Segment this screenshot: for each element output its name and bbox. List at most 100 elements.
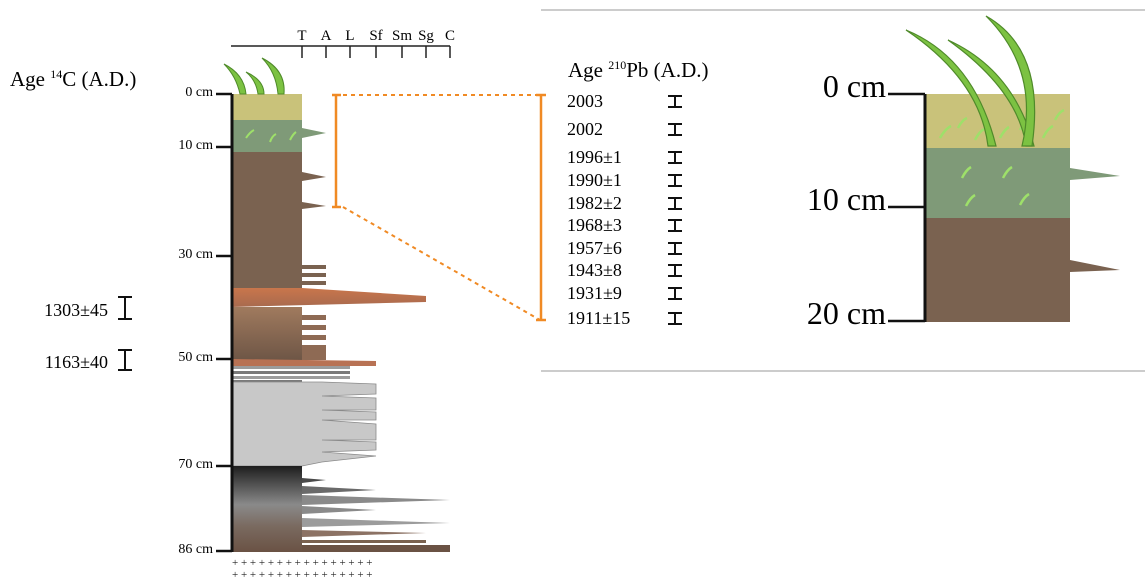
layer-topsoil [232, 94, 302, 120]
dark-spike [302, 495, 450, 505]
sprout-icons [938, 108, 1065, 207]
error-bar-icon [668, 287, 682, 300]
dark-stripe [302, 545, 450, 552]
depth-label: 0 cm [185, 85, 213, 100]
pb210-age-label: 1968±3 [567, 215, 622, 235]
c14-age-label: 1163±40 [45, 352, 108, 372]
zoom-layer-peat [925, 218, 1070, 322]
dark-spike [302, 530, 426, 537]
grain-label: T [297, 28, 306, 44]
pb210-age-label: 1996±1 [567, 147, 622, 167]
pb210-age-row: 1957±6 [567, 238, 682, 258]
zoom-depth-label: 20 cm [807, 295, 886, 331]
grain-label: L [345, 28, 354, 44]
grain-label: Sg [418, 28, 434, 44]
dark-stripe [302, 540, 426, 543]
layer-orange-band [232, 288, 426, 307]
depth-label: 50 cm [178, 350, 213, 365]
pb210-age-row: 1990±1 [567, 170, 682, 190]
pb210-age-label: 1982±2 [567, 193, 622, 213]
error-bar-icon [668, 151, 682, 164]
pb210-age-row: 1996±1 [567, 147, 682, 167]
layer-grey-clay [231, 381, 377, 467]
pb210-age-label: 1943±8 [567, 260, 622, 280]
zoom-depth-label: 0 cm [823, 68, 886, 104]
layer-peat-lower [232, 307, 302, 360]
base-symbol-row-2: + + + + + + + + + + + + + + + + [232, 569, 373, 581]
pb210-age-row: 1931±9 [567, 283, 682, 303]
grass-icon [905, 15, 1036, 147]
zoom-layer-moss [925, 148, 1070, 218]
error-bar-icon [668, 219, 682, 232]
peat-stripe [302, 315, 326, 320]
error-bar-icon [668, 264, 682, 277]
depth-label: 70 cm [178, 457, 213, 472]
peat-stripe [302, 335, 326, 340]
grain-label: A [321, 28, 332, 44]
moss-spike [302, 128, 326, 138]
pb210-age-label: 1911±15 [567, 308, 630, 328]
peat-stripe [302, 265, 326, 269]
c14-title: Age 14C (A.D.) [10, 67, 136, 91]
c14-age-1163: 1163±40 [45, 349, 132, 372]
dark-spike [302, 478, 326, 483]
zoom-depth-ticks: 0 cm 10 cm 20 cm [807, 68, 925, 331]
pb210-age-row: 1968±3 [567, 215, 682, 235]
right-core: 0 cm 10 cm 20 cm [807, 15, 1120, 331]
pb210-age-row: 1943±8 [567, 260, 682, 280]
base-symbol-row-1: + + + + + + + + + + + + + + + + [232, 557, 373, 569]
pb210-age-row: 1911±15 [567, 308, 682, 328]
zoom-depth-label: 10 cm [807, 181, 886, 217]
peat-stripe [302, 345, 326, 360]
pb210-ages: Age 210Pb (A.D.) 2003 2002 1996±1 1990±1 198… [567, 58, 709, 328]
depth-label: 10 cm [178, 138, 213, 153]
pb210-age-row: 2003 [567, 91, 682, 111]
dark-spike [302, 486, 376, 494]
grain-label: Sm [392, 28, 412, 44]
error-bar-icon [668, 123, 682, 136]
peat-stripe [302, 281, 326, 285]
zoom-moss-spike [1070, 168, 1120, 180]
dark-spike [302, 506, 376, 514]
correlation-line-bottom [342, 206, 541, 321]
layer-moss [232, 120, 302, 152]
error-bar-icon [668, 174, 682, 187]
layer-grey-stripes [232, 366, 350, 382]
c14-age-1303: 1303±45 [44, 296, 132, 320]
c14-age-label: 1303±45 [44, 300, 108, 320]
error-bar-icon [668, 312, 682, 325]
pb210-age-label: 1990±1 [567, 170, 622, 190]
pb210-age-label: 2003 [567, 91, 603, 111]
grain-label: C [445, 28, 455, 44]
error-bar-icon [118, 296, 132, 320]
error-bar-icon [118, 349, 132, 371]
error-bar-icon [668, 242, 682, 255]
peat-stripe [302, 273, 326, 277]
pb210-age-row: 1982±2 [567, 193, 682, 213]
layer-dark-sequence [232, 466, 302, 552]
layer-orange-thin [232, 359, 376, 366]
pb210-age-list: 200320021996±11990±11982±21968±31957±619… [567, 91, 682, 328]
pb210-age-row: 2002 [567, 119, 682, 139]
peat-stripe [302, 325, 326, 330]
peat-spike [302, 172, 326, 181]
error-bar-icon [668, 95, 682, 108]
dark-spike [302, 518, 450, 527]
pb210-age-label: 2002 [567, 119, 603, 139]
pb210-age-label: 1957±6 [567, 238, 622, 258]
zoom-layer-topsoil [925, 94, 1070, 148]
zoom-peat-spike [1070, 260, 1120, 272]
depth-label: 86 cm [178, 542, 213, 557]
grass-icon [223, 57, 297, 143]
pb210-age-label: 1931±9 [567, 283, 622, 303]
peat-spike [302, 202, 326, 209]
error-bar-icon [668, 197, 682, 210]
pb210-title: Age 210Pb (A.D.) [568, 58, 709, 82]
zoom-correlation [332, 93, 546, 322]
depth-ticks: 0 cm 10 cm 30 cm 50 cm 70 cm 86 cm [178, 85, 232, 557]
grain-label: Sf [369, 28, 382, 44]
depth-label: 30 cm [178, 247, 213, 262]
